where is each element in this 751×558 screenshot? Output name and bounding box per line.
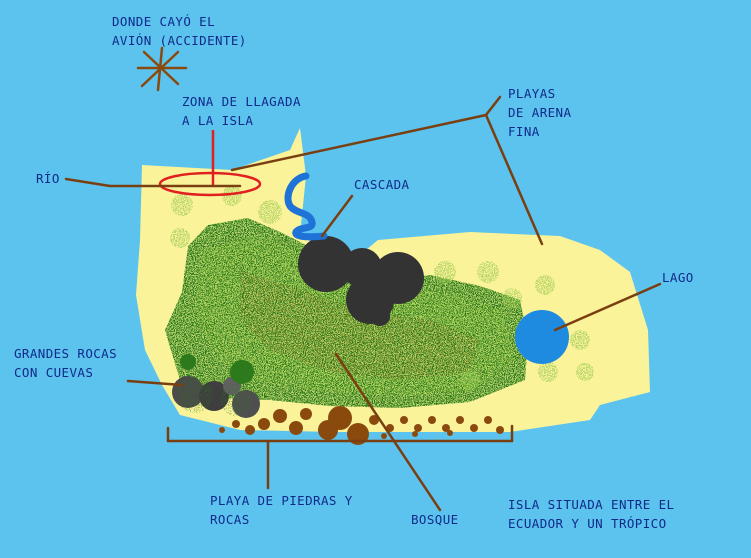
label-stone-beach: PLAYA DE PIEDRAS Y ROCAS bbox=[210, 493, 353, 527]
label-forest: BOSQUE bbox=[411, 512, 459, 527]
leader-lines bbox=[64, 95, 662, 512]
waterfall bbox=[284, 172, 328, 241]
label-crash-site: DONDE CAYÓ EL AVIÓN (ACCIDENTE) bbox=[112, 14, 247, 48]
arrival-zone-marker bbox=[158, 130, 262, 197]
stone-beach-pebbles bbox=[219, 406, 504, 445]
label-location-note: ISLA SITUADA ENTRE EL ECUADOR Y UN TRÓPI… bbox=[508, 497, 675, 531]
star-burst-icon bbox=[136, 46, 188, 92]
waterfall-rocks bbox=[298, 236, 424, 326]
lake bbox=[515, 310, 569, 364]
label-beaches: PLAYAS DE ARENA FINA bbox=[508, 86, 572, 139]
label-waterfall: CASCADA bbox=[354, 177, 410, 192]
label-river: RÍO bbox=[36, 171, 60, 186]
label-arrival-zone: ZONA DE LLAGADA A LA ISLA bbox=[182, 94, 301, 128]
label-rocks-caves: GRANDES ROCAS CON CUEVAS bbox=[14, 346, 118, 380]
label-lake: LAGO bbox=[662, 270, 694, 285]
